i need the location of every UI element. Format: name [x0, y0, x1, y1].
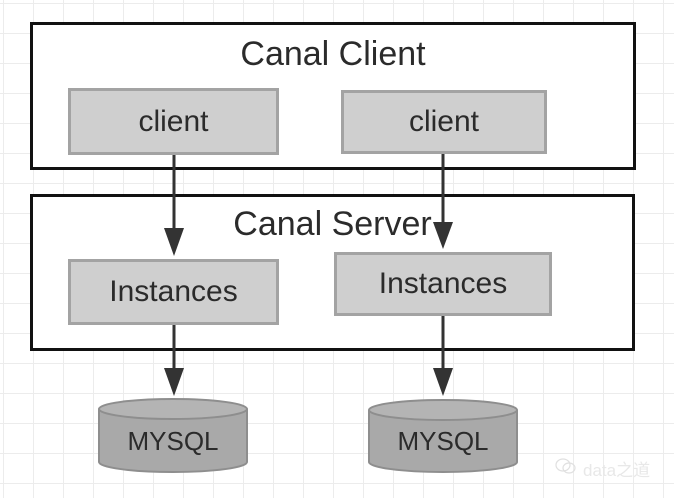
wechat-icon [555, 457, 577, 480]
client-node-1-label: client [138, 104, 209, 138]
instances-node-2[interactable]: Instances [334, 252, 552, 316]
canal-server-title: Canal Server [233, 205, 432, 243]
instances-node-1[interactable]: Instances [68, 259, 279, 325]
client-node-2-label: client [408, 105, 480, 138]
instances-node-1-label: Instances [109, 275, 238, 308]
edge-instances1-mysql1 [164, 325, 184, 396]
edge-client2-instances2 [433, 154, 453, 249]
mysql-label-2: MYSQL [397, 426, 489, 456]
mysql-cylinder-1[interactable] [98, 398, 248, 473]
edge-instances2-mysql2 [433, 316, 453, 396]
mysql-label-1: MYSQL [127, 426, 219, 456]
watermark-text: data之道 [583, 461, 651, 480]
client-node-1[interactable]: client [68, 88, 279, 155]
canal-client-title: Canal Client [240, 35, 426, 73]
instances-node-2-label: Instances [378, 267, 508, 300]
mysql-cylinder-2[interactable] [368, 399, 518, 473]
watermark: data之道 [555, 456, 650, 481]
client-node-2[interactable]: client [341, 90, 547, 154]
edge-client1-instances1 [164, 155, 184, 256]
